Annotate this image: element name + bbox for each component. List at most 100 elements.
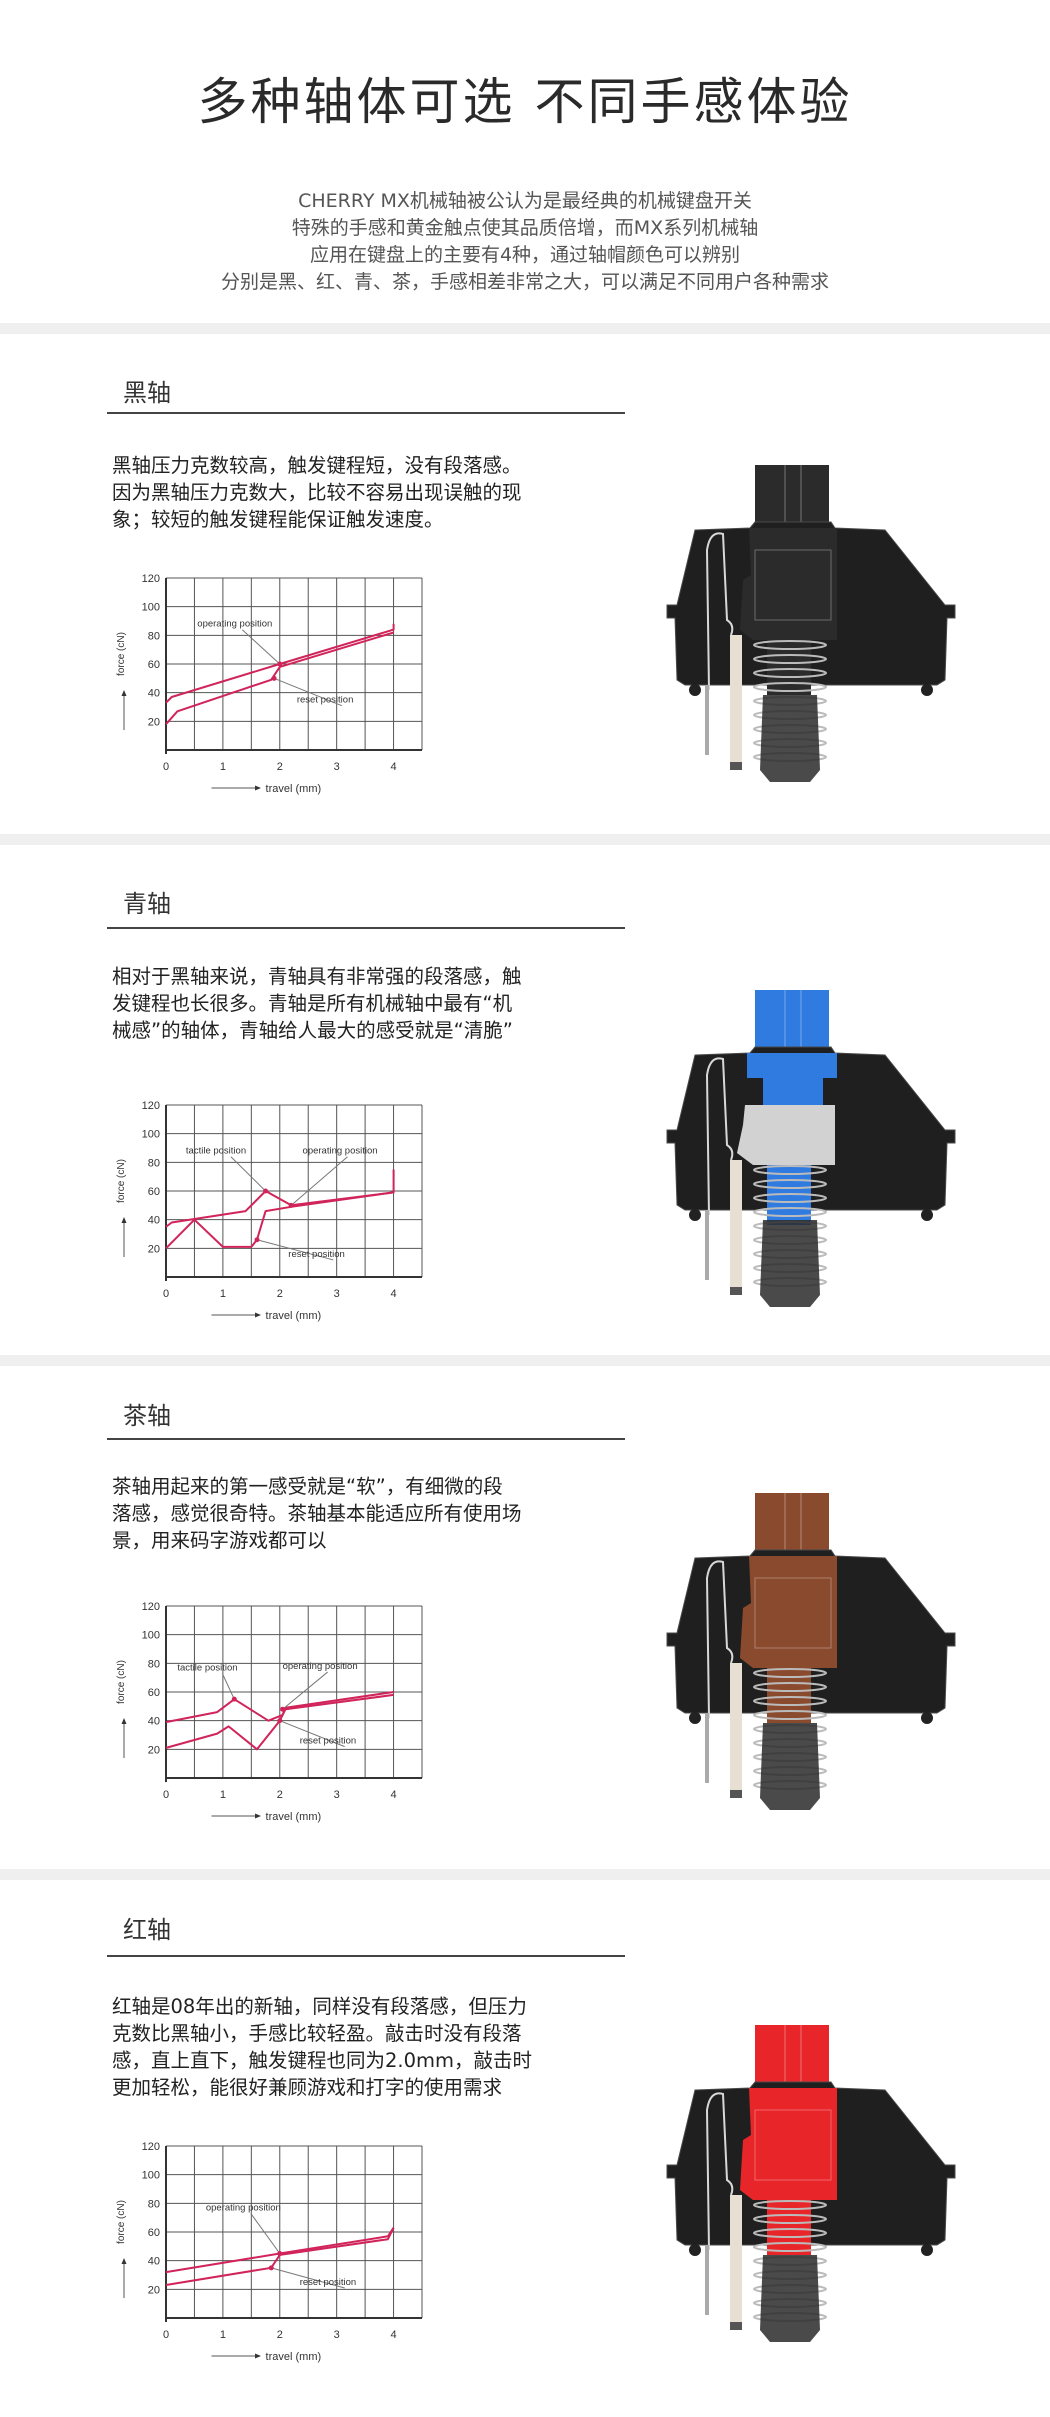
svg-text:100: 100 (142, 1129, 160, 1141)
switch-blue-icon (655, 975, 965, 1325)
intro-line: CHERRY MX机械轴被公认为是最经典的机械键盘开关 (298, 190, 752, 212)
svg-text:100: 100 (142, 602, 160, 614)
svg-text:2: 2 (277, 761, 283, 773)
svg-text:operating position: operating position (283, 1661, 358, 1672)
description-line: 象；较短的触发键程能保证触发速度。 (112, 508, 444, 531)
svg-text:reset position: reset position (300, 2277, 357, 2288)
svg-text:120: 120 (142, 1601, 160, 1613)
svg-text:1: 1 (220, 2329, 226, 2341)
svg-text:80: 80 (148, 1658, 160, 1670)
svg-text:0: 0 (163, 2329, 169, 2341)
svg-text:20: 20 (148, 1243, 160, 1255)
description-line: 茶轴用起来的第一感受就是“软”，有细微的段 (112, 1475, 503, 1498)
svg-text:60: 60 (148, 1687, 160, 1699)
svg-text:1: 1 (220, 1288, 226, 1300)
intro-line: 分别是黑、红、青、茶，手感相差非常之大，可以满足不同用户各种需求 (220, 271, 829, 293)
svg-text:3: 3 (334, 1789, 340, 1801)
svg-text:2: 2 (277, 1789, 283, 1801)
svg-text:100: 100 (142, 2170, 160, 2182)
svg-text:40: 40 (148, 2256, 160, 2268)
section-title: 青轴 (123, 890, 171, 918)
section-divider (107, 412, 625, 414)
description-line: 感，直上直下，触发键程也同为2.0mm，敲击时 (112, 2049, 533, 2072)
description-line: 械感”的轴体，青轴给人最大的感受就是“清脆” (112, 1019, 513, 1042)
svg-text:120: 120 (142, 573, 160, 585)
svg-text:0: 0 (163, 1789, 169, 1801)
force-curve-chart: 20 40 60 80 100 120 0 1 2 3 4 force (cN) travel (mm)… (100, 560, 440, 800)
description-line: 发键程也长很多。青轴是所有机械轴中最有“机 (112, 992, 513, 1015)
svg-text:20: 20 (148, 1744, 160, 1756)
intro-text: CHERRY MX机械轴被公认为是最经典的机械键盘开关 特殊的手感和黄金触点使其… (0, 188, 1050, 296)
description-line: 因为黑轴压力克数大，比较不容易出现误触的现 (112, 481, 522, 504)
svg-text:0: 0 (163, 761, 169, 773)
svg-text:80: 80 (148, 1157, 160, 1169)
svg-text:operating position: operating position (206, 2203, 281, 2214)
section-separator (0, 323, 1050, 334)
svg-text:120: 120 (142, 1100, 160, 1112)
intro-line: 应用在键盘上的主要有4种，通过轴帽颜色可以辨别 (309, 244, 741, 266)
svg-text:80: 80 (148, 630, 160, 642)
svg-text:tactile position: tactile position (186, 1146, 246, 1157)
svg-text:100: 100 (142, 1630, 160, 1642)
svg-text:20: 20 (148, 716, 160, 728)
svg-text:2: 2 (277, 1288, 283, 1300)
svg-text:4: 4 (390, 1288, 396, 1300)
intro-line: 特殊的手感和黄金触点使其品质倍增，而MX系列机械轴 (291, 217, 759, 239)
svg-text:reset position: reset position (288, 1249, 345, 1260)
svg-text:operating position: operating position (197, 619, 272, 630)
svg-text:reset position: reset position (297, 695, 354, 706)
svg-text:20: 20 (148, 2284, 160, 2296)
svg-text:1: 1 (220, 1789, 226, 1801)
svg-text:4: 4 (390, 2329, 396, 2341)
section-divider (107, 1955, 625, 1957)
description-line: 黑轴压力克数较高，触发键程短，没有段落感。 (112, 454, 522, 477)
section-divider (107, 1438, 625, 1440)
description-line: 克数比黑轴小，手感比较轻盈。敲击时没有段落 (112, 2022, 522, 2045)
section-divider (107, 927, 625, 929)
svg-text:force (cN): force (cN) (116, 2200, 127, 2244)
svg-text:3: 3 (334, 761, 340, 773)
section-separator (0, 1869, 1050, 1880)
svg-text:80: 80 (148, 2198, 160, 2210)
svg-text:40: 40 (148, 1716, 160, 1728)
svg-text:2: 2 (277, 2329, 283, 2341)
svg-text:120: 120 (142, 2141, 160, 2153)
svg-text:travel (mm): travel (mm) (266, 1310, 322, 1322)
svg-text:0: 0 (163, 1288, 169, 1300)
section-description: 相对于黑轴来说，青轴具有非常强的段落感，触发键程也长很多。青轴是所有机械轴中最有… (112, 963, 602, 1044)
svg-text:3: 3 (334, 1288, 340, 1300)
svg-text:force (cN): force (cN) (116, 1159, 127, 1203)
switch-brown-icon (655, 1478, 965, 1828)
svg-text:4: 4 (390, 761, 396, 773)
description-line: 景，用来码字游戏都可以 (112, 1529, 327, 1552)
svg-text:travel (mm): travel (mm) (266, 1811, 322, 1823)
description-line: 相对于黑轴来说，青轴具有非常强的段落感，触 (112, 965, 522, 988)
svg-text:1: 1 (220, 761, 226, 773)
svg-text:60: 60 (148, 659, 160, 671)
svg-text:3: 3 (334, 2329, 340, 2341)
section-title: 黑轴 (123, 379, 171, 407)
description-line: 红轴是08年出的新轴，同样没有段落感，但压力 (112, 1995, 527, 2018)
force-curve-chart: 20 40 60 80 100 120 0 1 2 3 4 force (cN) travel (mm)… (100, 1588, 440, 1828)
svg-text:60: 60 (148, 1186, 160, 1198)
svg-text:travel (mm): travel (mm) (266, 2351, 322, 2363)
svg-text:tactile position: tactile position (177, 1663, 237, 1674)
section-description: 红轴是08年出的新轴，同样没有段落感，但压力克数比黑轴小，手感比较轻盈。敲击时没… (112, 1993, 602, 2101)
switch-red-icon (655, 2010, 965, 2360)
section-separator (0, 834, 1050, 845)
description-line: 更加轻松，能很好兼顾游戏和打字的使用需求 (112, 2076, 503, 2099)
svg-text:4: 4 (390, 1789, 396, 1801)
svg-text:force (cN): force (cN) (116, 1660, 127, 1704)
section-title: 茶轴 (123, 1402, 171, 1430)
svg-text:travel (mm): travel (mm) (266, 783, 322, 795)
description-line: 落感，感觉很奇特。茶轴基本能适应所有使用场 (112, 1502, 522, 1525)
page-title: 多种轴体可选 不同手感体验 (197, 73, 853, 131)
svg-text:40: 40 (148, 688, 160, 700)
svg-text:operating position: operating position (303, 1146, 378, 1157)
section-description: 茶轴用起来的第一感受就是“软”，有细微的段落感，感觉很奇特。茶轴基本能适应所有使… (112, 1473, 602, 1554)
svg-text:force (cN): force (cN) (116, 632, 127, 676)
section-separator (0, 1355, 1050, 1366)
svg-text:reset position: reset position (300, 1736, 357, 1747)
